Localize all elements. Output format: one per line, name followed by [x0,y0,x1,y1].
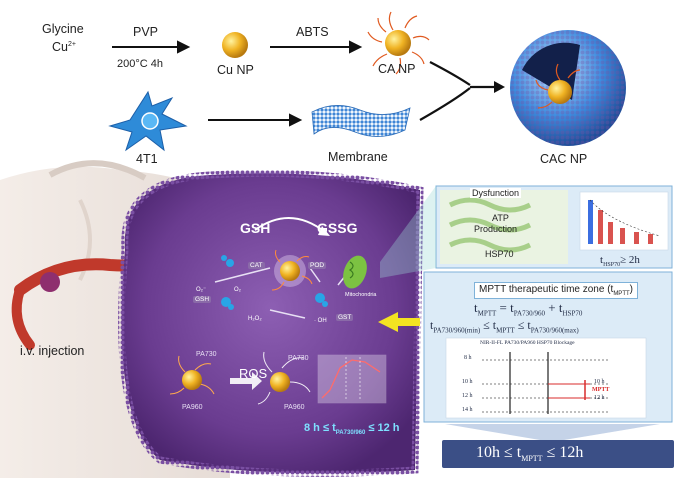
h2o2-label: H₂O₂ [248,316,262,322]
cu2-label: Cu2+ [52,40,76,54]
mitochondria-label: Mitochondria [345,292,377,298]
pa960-left-label: PA960 [182,404,203,411]
mptt-mini-chart-lines [482,352,610,414]
arrow-merge [419,61,494,121]
pa960-right-label: PA960 [284,404,305,411]
oh-label: · OH [314,318,327,324]
arrow-merge-head [494,81,505,93]
cell-4t1-label: 4T1 [136,152,158,166]
mptt-row-2: 12 h [462,393,473,399]
production-label: Production [474,224,518,234]
mptt-row-3: 14 h [462,407,473,413]
pa730-left-label: PA730 [196,351,217,358]
enzyme-arrows [214,267,351,319]
o2-minus-label: O₂⁻ [196,287,207,293]
ros-arrow [230,372,262,390]
injection-label: i.v. injection [20,344,85,358]
ros-molecules [221,255,328,310]
mitochondria [343,255,367,289]
pa-particle-right [257,351,311,405]
membrane-sheet [311,105,411,137]
cu-np-label: Cu NP [217,63,254,77]
mptt-mini-chart-bg [445,337,647,419]
cac-np-sphere [510,30,626,146]
atp-label: ATP [492,213,509,223]
hsp70-chart [579,191,669,251]
arrow-abts [270,40,363,54]
mptt-mini-title: NIR-II-FL PA730/PA960 HSP70 Blockage [480,340,575,346]
tumor-cell-body [118,169,424,477]
cat-tag: CAT [248,262,265,269]
gsh-label: GSH [240,220,271,236]
arrow-pvp [112,40,191,54]
mptt-equation-2: tPA730/960(min) ≤ tMPTT ≤ tPA730/960(max… [430,318,579,335]
pa-particle-left [169,355,215,395]
ros-label: ROS [239,366,268,381]
cac-np-label: CAC NP [540,152,588,166]
mptt-right-mptt: MPTT [592,387,610,393]
cu-np-sphere [222,32,248,58]
pa730-right-label: PA730 [288,355,309,362]
gst-tag: GST [336,314,354,321]
result-expression: 10h ≤ tMPTT ≤ 12h [476,444,584,464]
o2-label: O₂ [234,287,241,293]
arrow-membrane [208,113,303,127]
hsp70-label: HSP70 [485,249,514,259]
mptt-right-10: 10 h [594,379,605,385]
result-funnel [445,424,660,442]
cell-time-window: 8 h ≤ tPA730/960 ≤ 12 h [304,422,400,437]
cell-ca-np [271,249,313,291]
mptt-title: MPTT therapeutic time zone (tMPTT) [474,282,638,299]
ca-np-particle [367,11,430,75]
dysfunction-label: Dysfunction [470,188,522,198]
result-bar [442,440,674,468]
membrane-label: Membrane [328,150,388,164]
ca-np-label: CA NP [378,62,416,76]
pod-tag: POD [308,262,327,269]
mptt-right-12: 12 h [594,395,605,401]
yellow-arrow [378,312,420,332]
connector-beam [380,186,436,278]
pvp-label: PVP [133,25,159,39]
glycine-label: Glycine [42,22,84,36]
abts-label: ABTS [296,25,329,39]
conditions-label: 200°C 4h [117,58,163,70]
cell-4t1 [108,90,188,152]
tumor-cluster [40,272,60,292]
cell-mini-chart [317,354,387,404]
hsp70-time-label: tHSP70≥ 2h [600,254,640,269]
gssg-label: GSSG [317,220,358,236]
gsh-tag: GSH [193,296,212,303]
mptt-equation-1: tMPTT = tPA730/960 + tHSP70 [474,300,583,318]
mptt-row-1: 10 h [462,379,473,385]
mptt-row-0: 8 h [464,355,472,361]
